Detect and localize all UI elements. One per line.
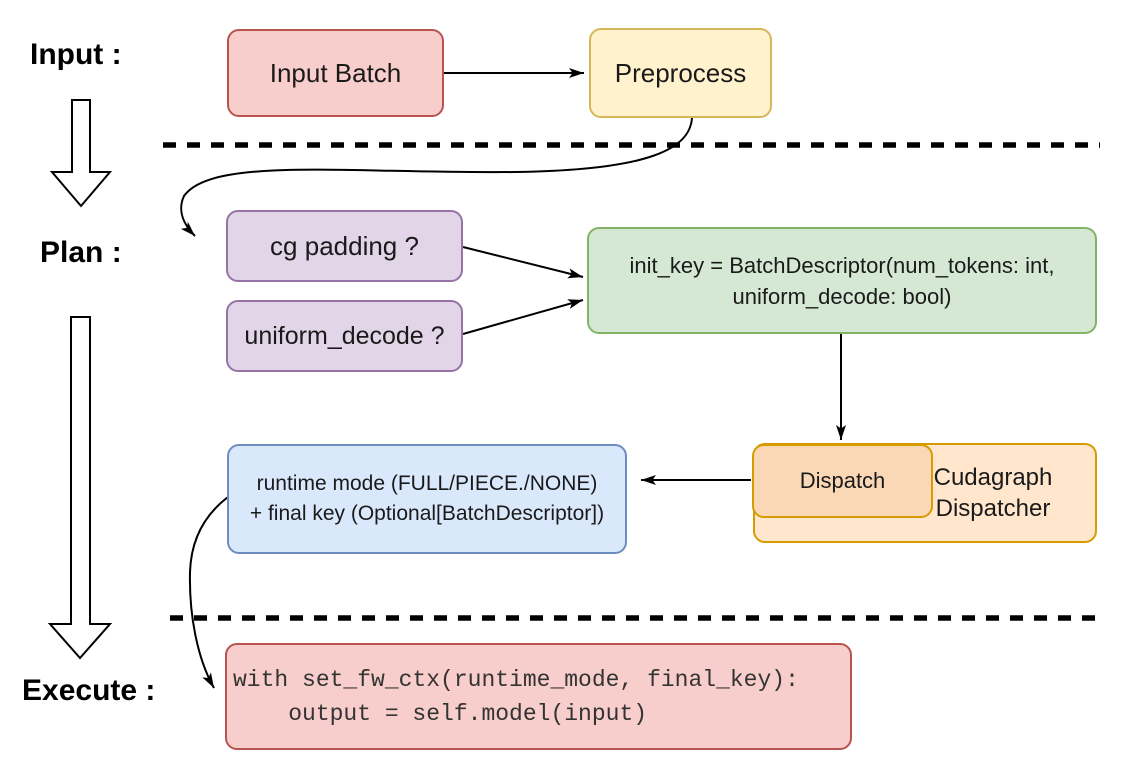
node-preprocess-label: Preprocess: [614, 57, 747, 88]
node-execute-code: with set_fw_ctx(runtime_mode, final_key)…: [225, 643, 852, 750]
node-dispatch-label: Dispatch: [799, 468, 886, 493]
edge-cgpadding-initkey: [462, 246, 584, 279]
node-uniform-decode-label: uniform_decode ?: [244, 321, 445, 350]
edge-runtimemode-execute: [188, 496, 229, 689]
node-runtime-mode: runtime mode (FULL/PIECE./NONE) + final …: [227, 444, 627, 554]
node-init-key-label: init_key = BatchDescriptor(num_tokens: i…: [629, 252, 1055, 309]
node-input-batch: Input Batch: [227, 29, 444, 117]
section-label-plan: Plan :: [40, 236, 122, 269]
node-dispatch: Dispatch: [752, 444, 933, 518]
edge-preprocess-cgpadding: [180, 117, 693, 237]
node-uniform-decode: uniform_decode ?: [226, 300, 463, 372]
edge-uniformdecode-initkey: [462, 299, 584, 335]
node-execute-code-text: with set_fw_ctx(runtime_mode, final_key)…: [233, 666, 799, 727]
node-cg-padding: cg padding ?: [226, 210, 463, 282]
section-label-execute: Execute :: [22, 674, 156, 707]
flow-arrow-plan-icon: [47, 316, 113, 660]
node-init-key: init_key = BatchDescriptor(num_tokens: i…: [587, 227, 1097, 334]
node-runtime-mode-label: runtime mode (FULL/PIECE./NONE) + final …: [249, 472, 605, 525]
node-input-batch-label: Input Batch: [269, 57, 402, 88]
node-cg-padding-label: cg padding ?: [270, 230, 419, 261]
node-cudagraph-dispatcher-label: Cudagraph Dispatcher: [933, 464, 1053, 522]
node-preprocess: Preprocess: [589, 28, 772, 118]
flow-arrow-input-icon: [49, 99, 113, 208]
section-label-input: Input :: [30, 38, 122, 71]
